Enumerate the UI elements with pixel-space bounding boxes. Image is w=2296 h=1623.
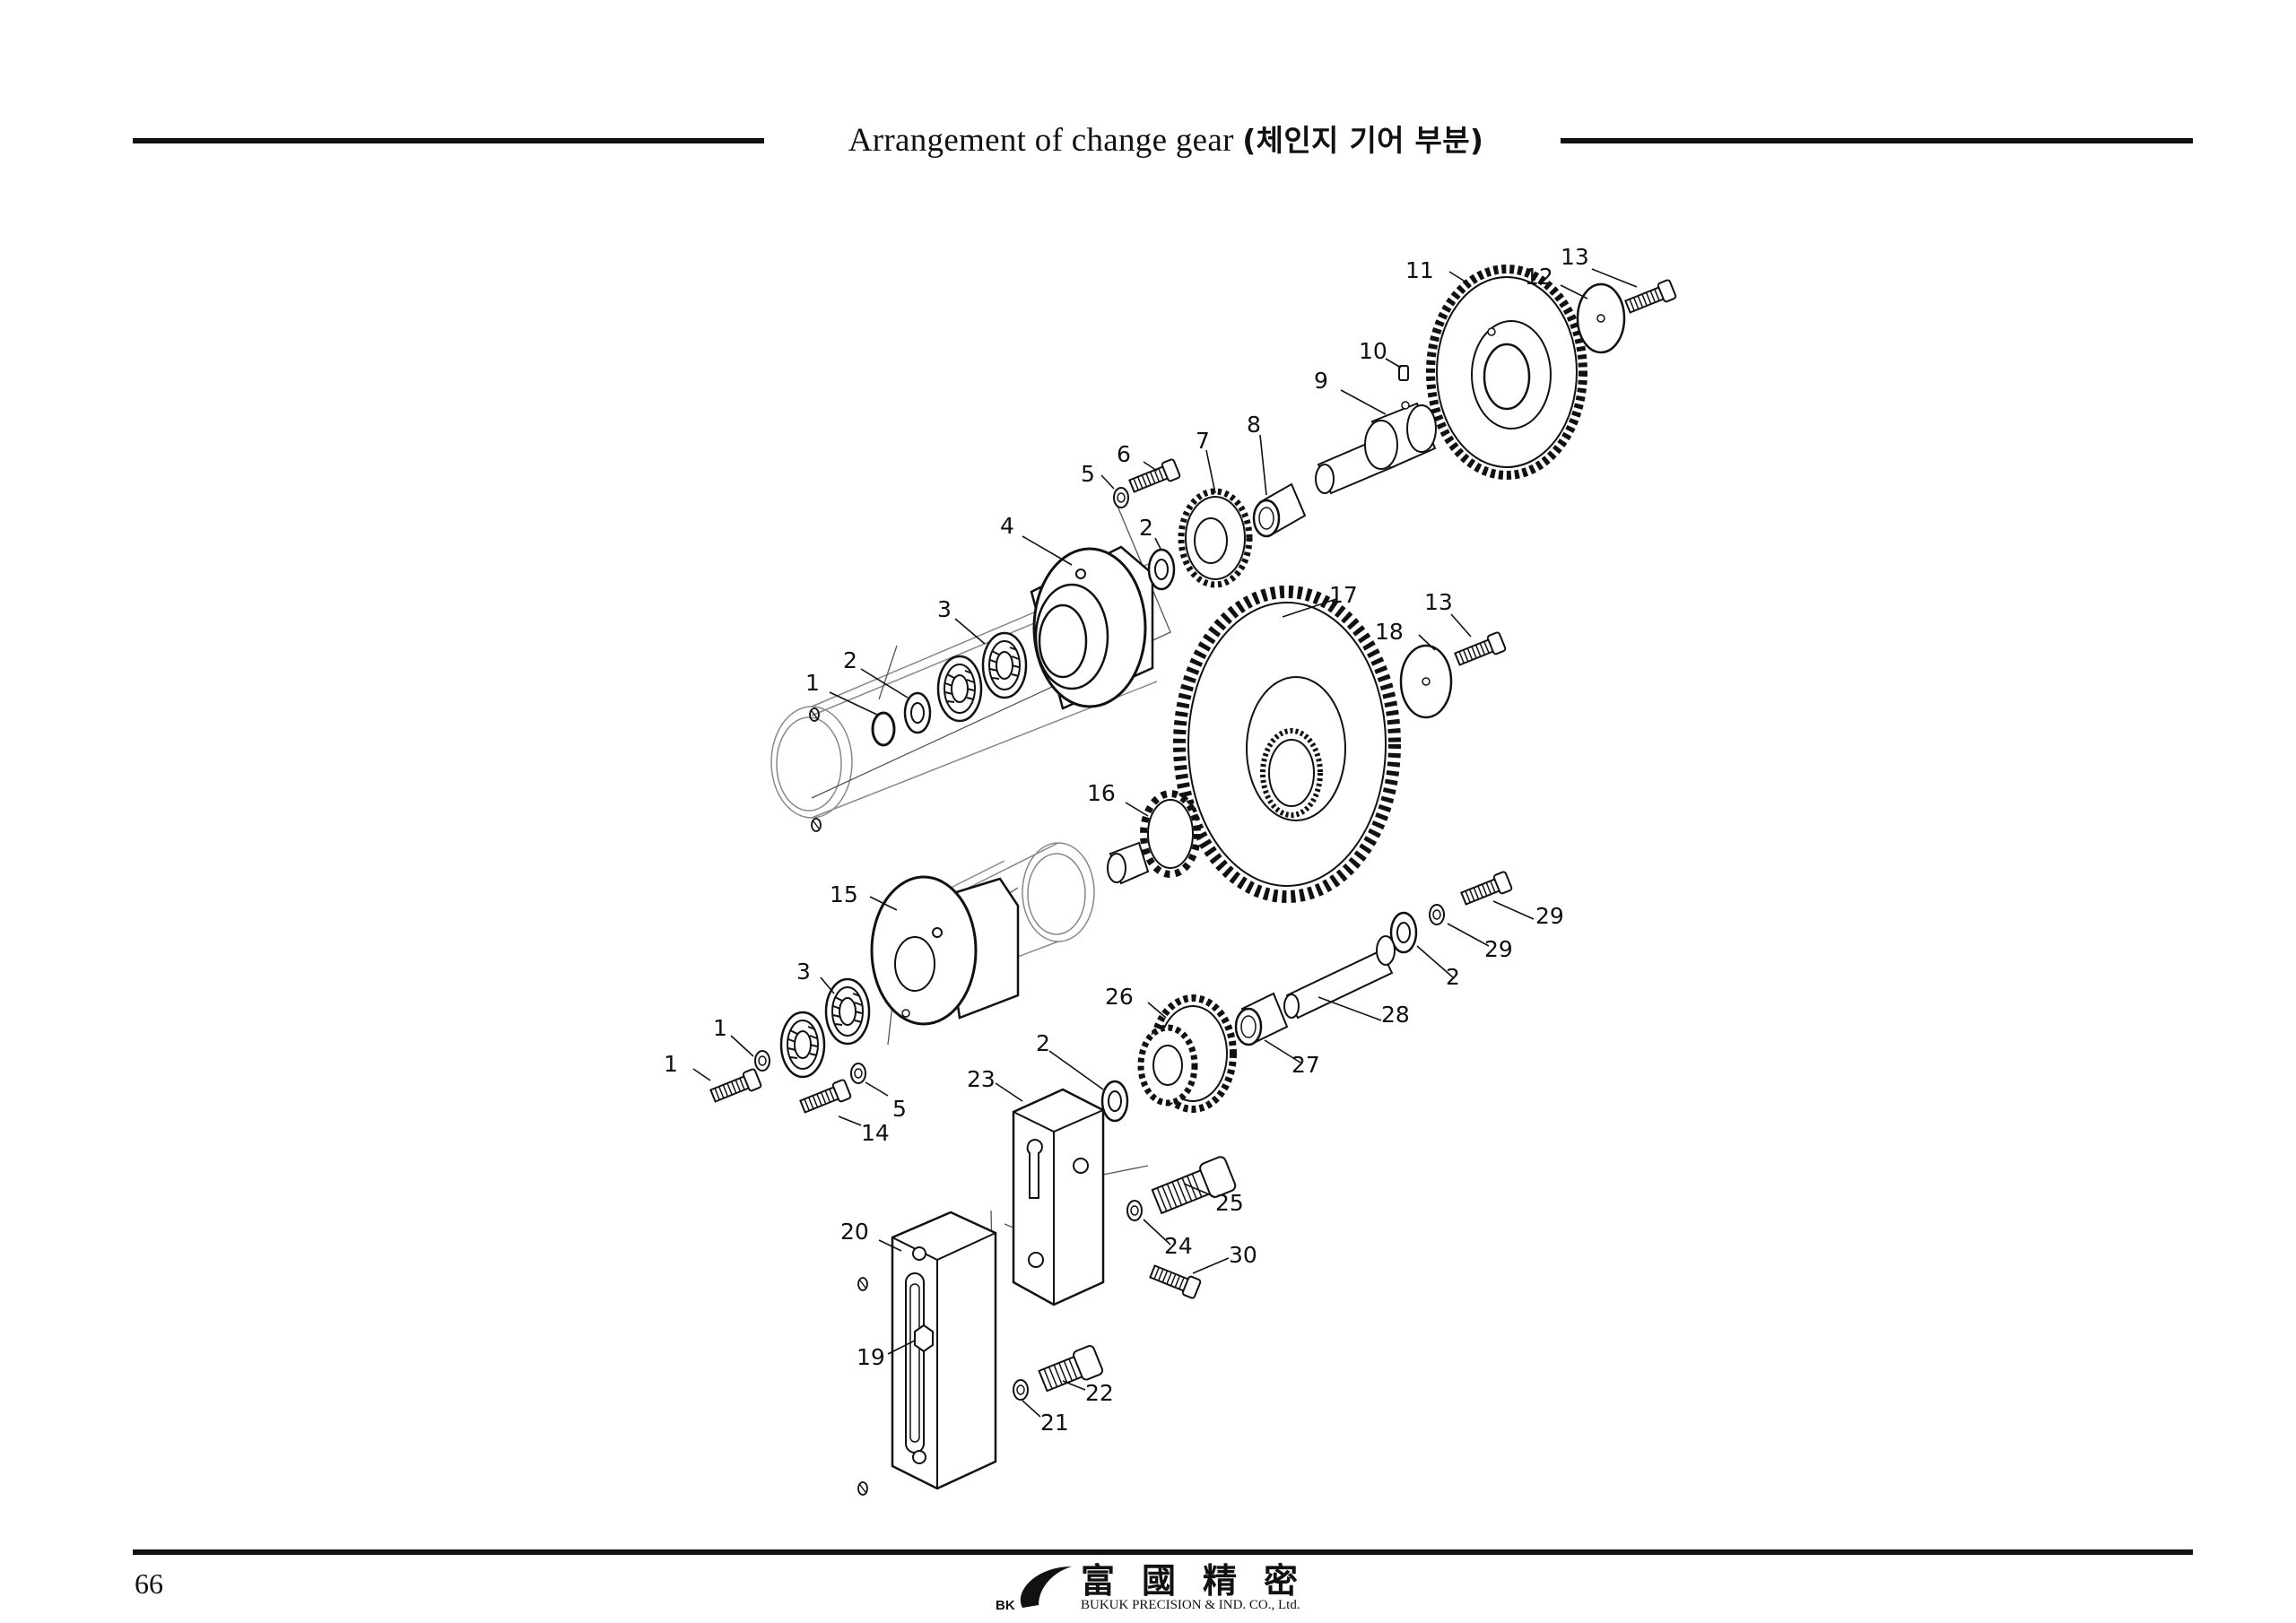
part-label: 10 (1359, 338, 1387, 364)
title-korean: (체인지 기어 부분) (1242, 123, 1484, 158)
part-label: 2 (1036, 1030, 1050, 1056)
washer-21 (1013, 1379, 1029, 1401)
part-label: 20 (840, 1219, 869, 1245)
snap-ring-1 (871, 711, 896, 747)
bushing-8 (1252, 482, 1307, 538)
part-label: 22 (1085, 1380, 1114, 1406)
part-label: 26 (1105, 984, 1134, 1010)
key-10 (1398, 365, 1409, 381)
part-label: 5 (1081, 461, 1095, 487)
washer-5-lower (850, 1063, 866, 1084)
housing-4 (1030, 545, 1154, 710)
part-label: 11 (1405, 257, 1434, 283)
pinion-16 (1107, 790, 1201, 885)
gear-26 (1137, 994, 1237, 1113)
gear-17 (1173, 586, 1401, 903)
company-name: BUKUK PRECISION & IND. CO., Ltd. (1081, 1598, 1300, 1612)
part-label: 18 (1375, 619, 1404, 645)
part-label: 17 (1329, 582, 1358, 608)
screw-29 (1458, 870, 1514, 909)
cap-washer-18 (1399, 644, 1453, 719)
washer-2-upper (1147, 548, 1176, 591)
page-title: Arrangement of change gear (체인지 기어 부분) (807, 118, 1525, 163)
part-label: 24 (1164, 1233, 1193, 1259)
footer-rule (133, 1549, 2193, 1555)
part-label: 7 (1196, 428, 1210, 454)
washer-2-lower (1100, 1080, 1129, 1123)
part-label: 1 (713, 1015, 727, 1041)
part-label: 23 (967, 1066, 996, 1092)
housing-15 (870, 875, 1020, 1026)
part-label: 2 (843, 647, 857, 673)
part-label: 5 (892, 1096, 907, 1122)
part-label: 25 (1215, 1190, 1244, 1216)
page-number: 66 (135, 1567, 163, 1600)
part-label: 9 (1314, 368, 1328, 394)
part-label: 29 (1484, 936, 1513, 962)
gear-7 (1178, 488, 1253, 588)
washer-1-lower (754, 1050, 770, 1072)
cap-washer-12 (1576, 282, 1626, 354)
part-label: 16 (1087, 780, 1116, 806)
part-label: 29 (1535, 903, 1564, 929)
part-label: 14 (861, 1120, 890, 1146)
bolt-25 (1151, 1156, 1237, 1215)
part-label: 8 (1247, 412, 1261, 438)
part-label: 3 (937, 596, 952, 622)
ghost-housing-lower (914, 842, 1095, 969)
plate-pins (857, 1277, 868, 1496)
plate-20 (891, 1211, 997, 1490)
gear-11 (1426, 265, 1587, 480)
header-rule-left (133, 138, 764, 143)
part-label: 6 (1117, 441, 1131, 467)
part-label: 30 (1229, 1242, 1257, 1268)
header-rule-right (1561, 138, 2193, 143)
shaft-9 (1315, 401, 1437, 495)
part-label: 13 (1424, 589, 1453, 615)
part-label: 15 (830, 881, 858, 907)
bearing-3-lower-a (824, 977, 871, 1046)
part-label: 27 (1292, 1052, 1320, 1078)
ghost-pin (809, 707, 822, 832)
shaft-28 (1283, 935, 1396, 1020)
leader-lines (692, 268, 1638, 1418)
part-label: 21 (1040, 1410, 1069, 1436)
part-label: 1 (805, 670, 820, 696)
part-label: 4 (1000, 513, 1014, 539)
part-label: 12 (1525, 264, 1553, 290)
part-label: 28 (1381, 1002, 1410, 1028)
part-label: 13 (1561, 244, 1589, 270)
part-label: 2 (1446, 964, 1460, 990)
part-label: 2 (1139, 515, 1153, 541)
screw-14 (797, 1078, 853, 1117)
washer-24 (1126, 1200, 1143, 1221)
washer-5-upper (1113, 487, 1129, 508)
bolt-22 (1038, 1345, 1104, 1393)
part-label: 19 (857, 1344, 885, 1370)
screw-1-lower (708, 1067, 763, 1107)
logo-mark: BK (996, 1598, 1015, 1613)
screw-30 (1147, 1261, 1203, 1300)
bracket-23 (1012, 1088, 1105, 1306)
company-logo: BK (996, 1567, 1072, 1613)
bushing-27 (1234, 992, 1289, 1046)
washer-29 (1429, 904, 1445, 925)
company-name-cjk: 富國精密 (1081, 1560, 1326, 1601)
screw-13-lower (1452, 630, 1508, 670)
bearing-3-lower-b (779, 1011, 826, 1079)
part-labels: 1 2 3 4 5 6 7 8 9 10 11 12 13 13 17 18 2… (664, 244, 1589, 1436)
part-label: 1 (664, 1051, 678, 1077)
screw-6 (1126, 457, 1182, 497)
part-label: 3 (796, 959, 811, 985)
title-english: Arrangement of change gear (848, 122, 1234, 159)
washer-2 (903, 691, 932, 734)
bearing-3a (936, 655, 983, 723)
bearing-3b (981, 631, 1028, 699)
